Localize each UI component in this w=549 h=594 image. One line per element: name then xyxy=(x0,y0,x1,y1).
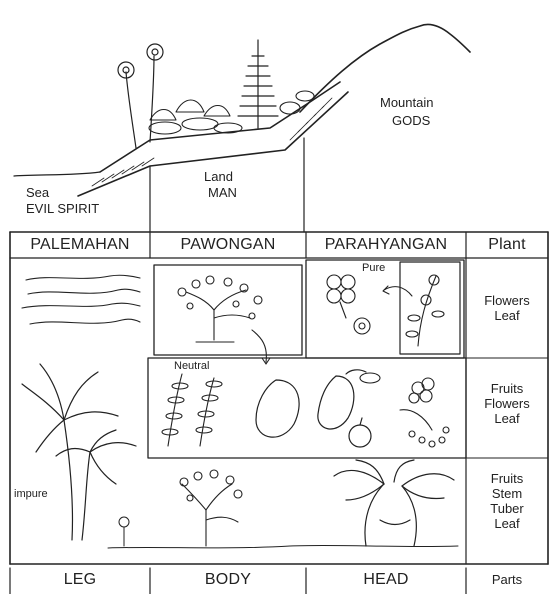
banana-plant-icon xyxy=(334,460,454,546)
flowering-tree-icon xyxy=(178,276,262,342)
evil-spirit-label: EVIL SPIRIT xyxy=(26,202,99,217)
land-label: Land xyxy=(204,170,233,185)
village-houses-icon xyxy=(149,91,314,134)
temple-meru-icon xyxy=(238,40,278,128)
small-flower-icon xyxy=(119,517,129,546)
fern-leaf-icon xyxy=(162,374,222,446)
coconut-palm-icon xyxy=(22,364,136,540)
arrow-down-icon xyxy=(252,330,266,362)
sea-label: Sea xyxy=(26,186,49,201)
flower-stalks xyxy=(118,44,163,148)
flower-cluster-icon xyxy=(400,378,449,447)
man-label: MAN xyxy=(208,186,237,201)
plant-row-1: Flowers Leaf xyxy=(466,294,548,324)
sea-line xyxy=(14,172,100,176)
four-petal-flower-icon xyxy=(327,275,355,318)
parts-label: Parts xyxy=(466,573,548,588)
gods-label: GODS xyxy=(392,114,430,129)
parahyangan-header: PARAHYANGAN xyxy=(306,236,466,254)
arrow-left-icon xyxy=(384,287,412,296)
small-blossom-icon xyxy=(354,318,370,334)
flowering-branch-icon xyxy=(406,275,444,346)
pawongan-header: PAWONGAN xyxy=(150,236,306,254)
plant-header: Plant xyxy=(466,236,548,254)
impure-label: impure xyxy=(14,488,48,501)
shrub-icon xyxy=(180,470,242,546)
head-label: HEAD xyxy=(306,571,466,589)
body-label: BODY xyxy=(150,571,306,589)
neutral-label: Neutral xyxy=(174,360,209,373)
mango-fruit-icon xyxy=(256,370,366,437)
pure-inner-box xyxy=(400,262,460,354)
leaf-icon xyxy=(360,373,380,383)
palemahan-header: PALEMAHAN xyxy=(10,236,150,254)
parahyangan-box xyxy=(306,260,464,358)
leg-label: LEG xyxy=(10,571,150,589)
mountain-label: Mountain xyxy=(380,96,433,111)
plant-row-2: Fruits Flowers Leaf xyxy=(466,382,548,427)
plant-row-3: Fruits Stem Tuber Leaf xyxy=(466,472,548,532)
ground-line xyxy=(108,545,458,548)
round-fruit-icon xyxy=(349,418,371,447)
neutral-box xyxy=(148,358,466,458)
earth-strata-lines xyxy=(22,275,140,324)
pure-label: Pure xyxy=(362,262,385,275)
